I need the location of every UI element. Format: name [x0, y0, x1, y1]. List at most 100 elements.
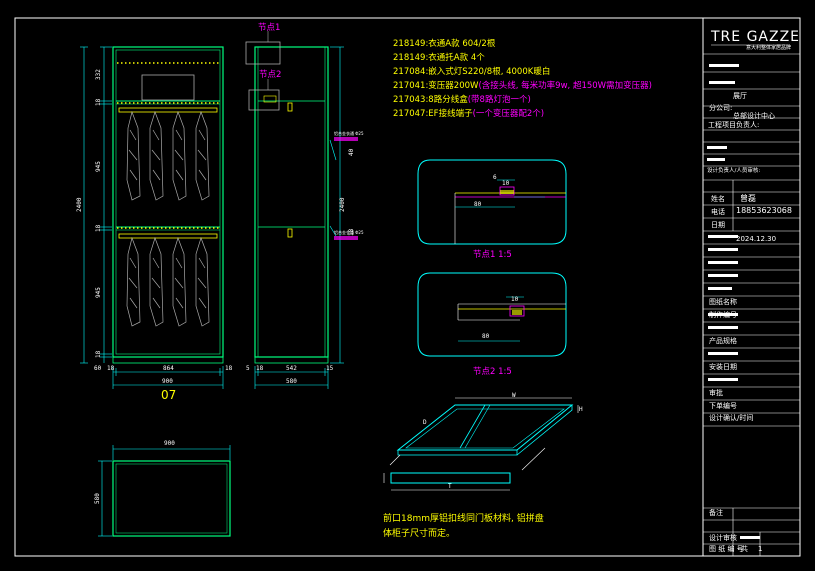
detail-node-1[interactable]	[417, 159, 567, 245]
plan-view[interactable]	[98, 445, 231, 537]
tb-field-g: 设计确认/时间	[709, 414, 754, 422]
front-plinth	[112, 356, 224, 364]
dim-d1-80: 80	[474, 201, 482, 208]
bottom-note: 前口18mm厚铝扣线同门板材料, 铝拼盘 体柜子尺寸而定。	[383, 514, 544, 539]
side-dim-chain	[254, 46, 344, 389]
detail-node-2[interactable]	[417, 272, 567, 357]
sheet-frame	[14, 17, 801, 557]
tb-company-label: 分公司:	[709, 104, 733, 112]
dim-h-b: 18	[95, 224, 102, 232]
dim-h-top: 332	[95, 69, 102, 80]
detail-1-outline	[417, 159, 567, 245]
plan-outline	[112, 460, 231, 537]
view-label: 07	[161, 388, 177, 402]
note-line-3: 217084:嵌入式灯S220/8根, 4000K暖白	[393, 67, 551, 77]
side-rail-upper	[287, 102, 293, 112]
tb-company-value: 总部设计中心	[733, 112, 775, 120]
tb-page-value: 1	[758, 545, 763, 553]
tb-date-label: 日期	[711, 221, 725, 229]
dim-h-a: 18	[95, 98, 102, 106]
dim-d1-10: 10	[502, 180, 510, 187]
tb-designer-label: 设计负责人/人员审核:	[707, 168, 761, 174]
tb-field-e: 审批	[709, 389, 723, 397]
dim-side-a: 18	[256, 365, 264, 372]
tb-phone-label: 电话	[711, 208, 725, 216]
dim-side-height: 2400	[339, 197, 346, 212]
dim-tray-w: W	[512, 392, 516, 399]
hanging-rail-lower	[118, 233, 218, 239]
note-line-2: 218149:衣通托A款 4个	[393, 53, 485, 63]
tb-project-label: 展厅	[733, 92, 747, 100]
tb-page-label: 共	[741, 545, 748, 553]
side-plinth	[254, 356, 329, 364]
dim-front-width: 900	[162, 378, 173, 385]
tb-field-h: 备注	[709, 509, 723, 517]
dim-side-b: 5	[246, 365, 250, 372]
garments-upper	[126, 110, 210, 201]
front-elevation[interactable]	[80, 46, 224, 389]
dim-front-right: 18	[225, 365, 233, 372]
node-1-marker[interactable]	[245, 41, 281, 65]
dim-h-low: 945	[95, 287, 102, 298]
tray-bar	[390, 472, 511, 484]
side-tag-label-1: 铝合金衣通 Φ25	[334, 131, 364, 136]
node-1-label[interactable]: 节点1	[258, 23, 281, 33]
front-dim-bottom	[112, 366, 224, 389]
tb-name-label: 姓名	[711, 195, 725, 203]
note-line-5: 217043:8路分线盒(带8路灯泡一个)	[393, 95, 531, 105]
dim-front-total: 2400	[76, 197, 83, 212]
node-2-label[interactable]: 节点2	[259, 70, 282, 80]
side-elevation[interactable]	[245, 31, 358, 389]
dim-side-h1: 40	[348, 148, 355, 156]
side-tag-1	[334, 137, 358, 141]
detail-2-outline	[417, 272, 567, 357]
note-line-1: 218149:衣通A款 604/2根	[393, 39, 496, 49]
top-box	[141, 74, 195, 101]
dim-plan-width: 900	[164, 440, 175, 447]
dim-front-inner: 864	[163, 365, 174, 372]
detail-1-caption: 节点1 1:5	[473, 250, 512, 260]
dim-side-width: 580	[286, 378, 297, 385]
tb-contact-label: 工程项目负责人:	[708, 121, 760, 129]
garments-lower	[126, 236, 210, 327]
note-line-6: 217047:EF接线端子(一个变压器配2个)	[393, 109, 545, 119]
dim-d1-6: 6	[493, 174, 497, 181]
tb-field-f: 下单编号	[709, 402, 737, 410]
tb-field-i: 设计审核	[709, 534, 737, 542]
tb-date-value[interactable]: 2024.12.30	[736, 235, 777, 243]
side-tag-label-2: 铝合金衣通 Φ25	[334, 230, 364, 235]
node-2-marker[interactable]	[248, 89, 280, 111]
dim-front-plinth: 60	[94, 365, 102, 372]
tray-isometric[interactable]	[383, 397, 579, 491]
dim-h-mid: 945	[95, 161, 102, 172]
dim-d2-80: 80	[482, 333, 490, 340]
tb-name-value[interactable]: 曾磊	[740, 194, 756, 203]
tb-phone-value[interactable]: 18853623068	[736, 206, 792, 215]
side-outer-frame	[254, 46, 329, 358]
dim-h-base: 18	[95, 350, 102, 358]
dim-plan-depth: 580	[94, 493, 101, 504]
dim-tray-t: T	[448, 483, 452, 490]
brand-logo-subtitle: 意大利整体家居品牌	[746, 45, 792, 51]
detail-2-caption: 节点2 1:5	[473, 367, 512, 377]
side-rail-lower	[287, 228, 293, 238]
dim-tray-d: D	[423, 419, 427, 426]
brand-logo: TRE GAZZE	[711, 29, 801, 45]
note-line-4: 217041:变压器200W(含接头线, 每米功率9w, 超150W需加变压器)	[393, 81, 652, 91]
dim-side-inner: 542	[286, 365, 297, 372]
dim-side-c: 15	[326, 365, 334, 372]
tb-field-b: 制作编号	[709, 311, 737, 319]
dim-front-left: 18	[107, 365, 115, 372]
tb-field-j: 图 纸 编 号	[709, 545, 744, 553]
tb-field-a: 图纸名称	[709, 298, 737, 306]
dim-tray-h: H	[579, 406, 583, 413]
material-notes: 218149:衣通A款 604/2根 218149:衣通托A款 4个 21708…	[393, 37, 652, 121]
title-block-rows	[703, 53, 800, 556]
front-outer-frame	[112, 46, 224, 358]
tb-field-c: 产品规格	[709, 337, 737, 345]
tb-field-d: 安装日期	[709, 363, 737, 371]
hanging-rail-upper	[118, 107, 218, 113]
side-tag-2	[334, 236, 358, 240]
dim-d2-10: 10	[511, 296, 519, 303]
